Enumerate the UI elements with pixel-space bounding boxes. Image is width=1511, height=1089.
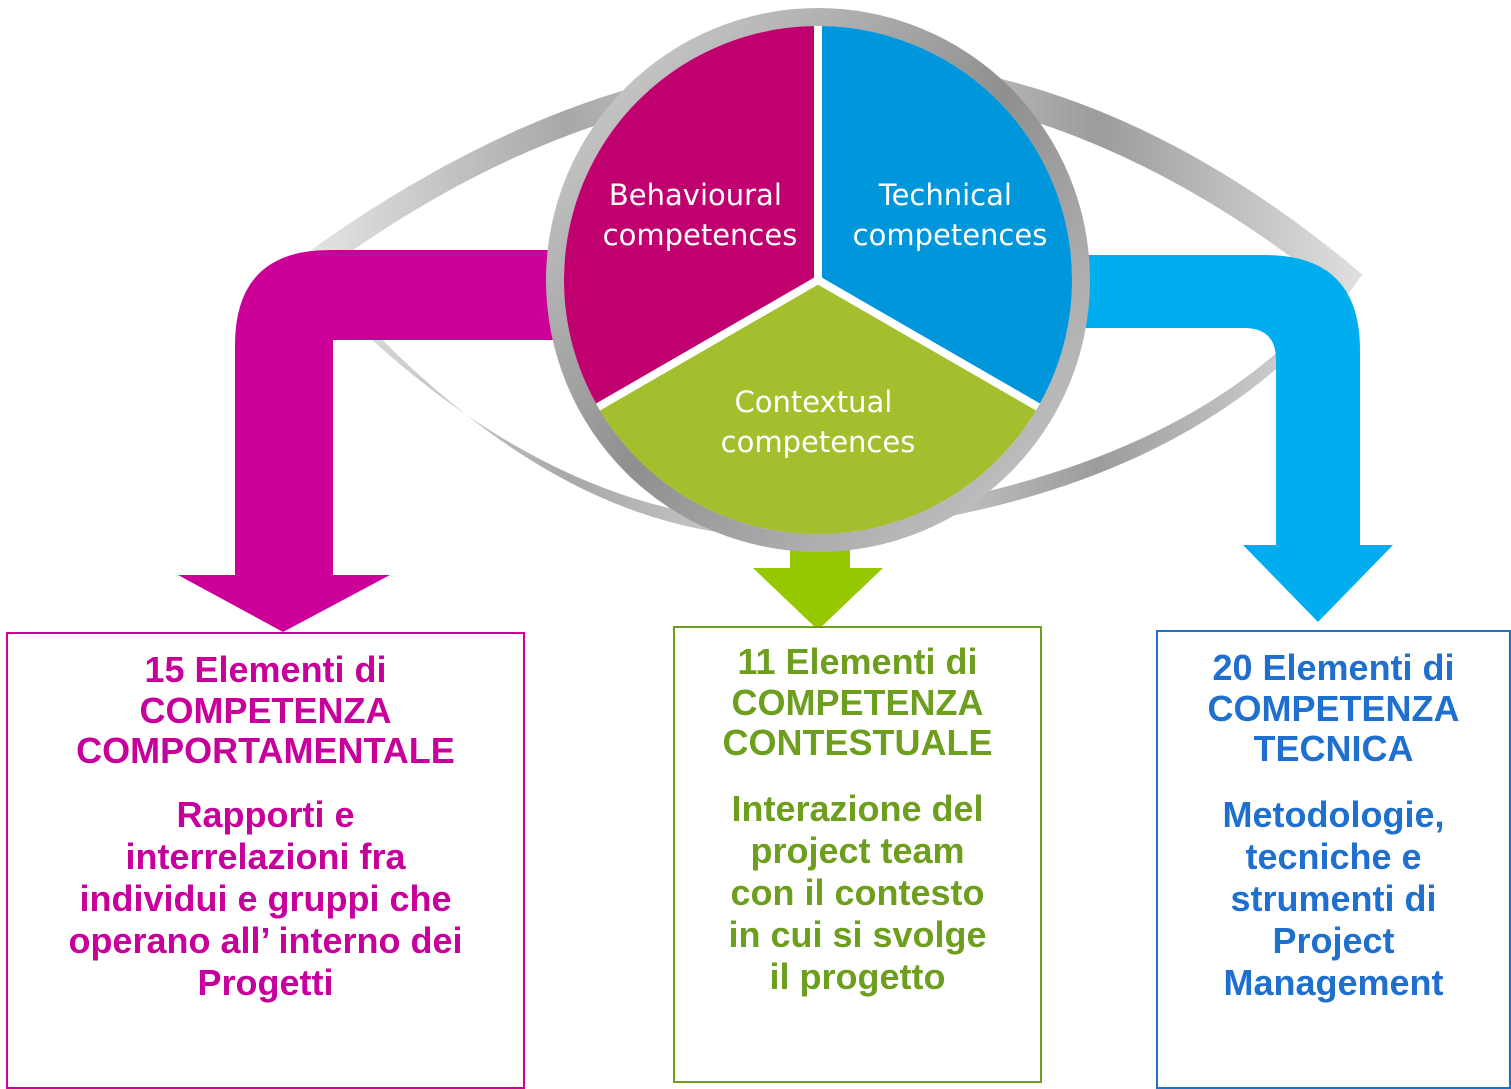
segment-technical: [818, 25, 1073, 407]
box-behavioural-title: 15 Elementi di COMPETENZA COMPORTAMENTAL…: [76, 649, 455, 772]
box-contextual-description: Interazione del project team con il cont…: [728, 788, 987, 998]
arrow-left: [178, 250, 570, 632]
segment-dividers: [596, 26, 1040, 411]
eye-outline: [300, 58, 1363, 294]
box-contextual-title: 11 Elementi di COMPETENZA CONTESTUALE: [722, 641, 993, 764]
box-technical: 20 Elementi di COMPETENZA TECNICA Metodo…: [1156, 630, 1511, 1089]
segment-label-contextual: Contextual competences: [721, 385, 916, 459]
arrow-middle: [753, 492, 883, 630]
box-contextual: 11 Elementi di COMPETENZA CONTESTUALE In…: [673, 626, 1042, 1083]
box-behavioural: 15 Elementi di COMPETENZA COMPORTAMENTAL…: [6, 632, 525, 1089]
eye-lower-lid: [308, 258, 1360, 537]
box-behavioural-description: Rapporti e interrelazioni fra individui …: [68, 794, 463, 1004]
arrow-right: [1075, 255, 1393, 622]
box-technical-description: Metodologie, tecniche e strumenti di Pro…: [1222, 794, 1445, 1004]
segment-behavioural: [563, 25, 818, 407]
segment-label-behavioural: Behavioural competences: [603, 178, 798, 252]
segment-label-technical: Technical competences: [853, 178, 1048, 252]
box-technical-title: 20 Elementi di COMPETENZA TECNICA: [1207, 647, 1460, 770]
